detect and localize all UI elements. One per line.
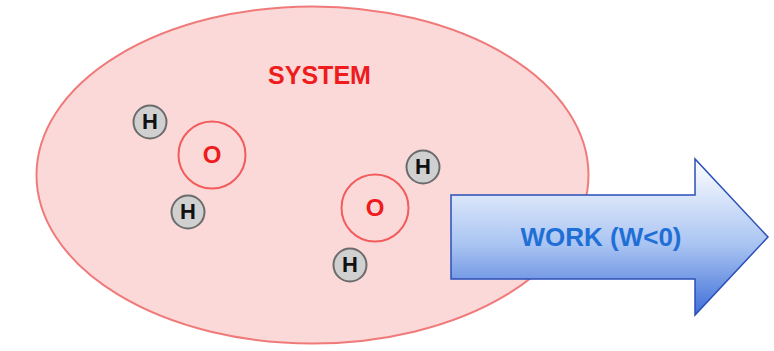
system-label: SYSTEM: [35, 61, 590, 90]
atom-symbol: H: [142, 111, 158, 133]
system-ellipse: SYSTEM H O H H O H: [35, 5, 590, 345]
atom-symbol: O: [203, 143, 222, 167]
atom-symbol: H: [180, 201, 196, 223]
atom-circle: H: [132, 104, 168, 140]
work-arrow: WORK (W<0): [450, 157, 770, 317]
atom-circle: O: [340, 173, 410, 243]
system-shape: [35, 5, 590, 345]
atom-circle: O: [177, 120, 247, 190]
atom-circle: H: [170, 194, 206, 230]
atom-symbol: O: [366, 196, 385, 220]
atom-symbol: H: [415, 156, 431, 178]
work-label: WORK (W<0): [450, 195, 740, 279]
atom-symbol: H: [342, 254, 358, 276]
atom-circle: H: [332, 247, 368, 283]
atom-circle: H: [405, 149, 441, 185]
